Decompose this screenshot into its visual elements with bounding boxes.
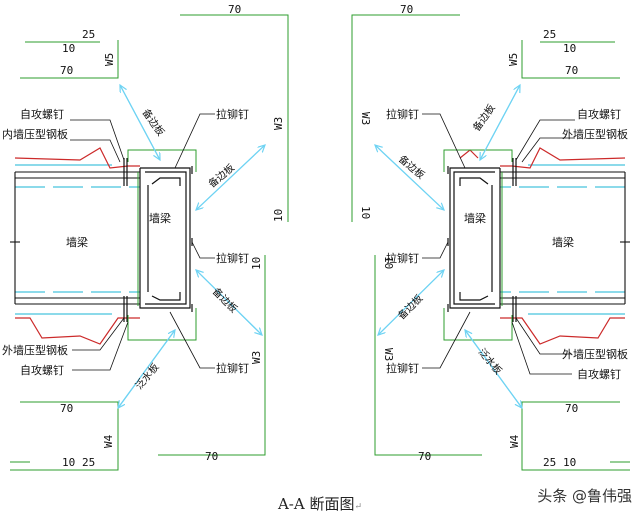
right-dim-w3-bot: W3 — [382, 348, 395, 361]
right-label-wall-beam-small: 墙梁 — [464, 211, 486, 225]
right-wall-lines — [500, 164, 625, 315]
right-label-screw-bot: 自攻螺钉 — [577, 367, 621, 381]
left-detail: 70 25 10 W5 70 W3 10 10 W3 70 W4 10 25 7… — [2, 3, 289, 471]
right-dim-w5: W5 — [507, 53, 520, 66]
left-dim-w5: W5 — [103, 53, 116, 66]
left-flashing-label-1: 备边板 — [140, 106, 168, 138]
left-label-rivet-top: 拉铆钉 — [216, 107, 249, 121]
left-label-rivet-mid: 拉铆钉 — [216, 251, 249, 265]
left-label-screw-top: 自攻螺钉 — [20, 107, 64, 121]
left-dim-25: 25 — [82, 28, 95, 41]
right-label-rivet-bot: 拉铆钉 — [386, 361, 419, 375]
left-dim-25b: 25 — [82, 456, 95, 469]
right-label-wall-beam: 墙梁 — [552, 235, 574, 249]
left-label-outer-panel: 外墙压型钢板 — [2, 343, 68, 357]
right-label-screw-top: 自攻螺钉 — [577, 107, 621, 121]
left-label-inner-panel: 内墙压型钢板 — [2, 127, 68, 141]
right-dim-10b: 10 — [563, 456, 576, 469]
right-dim-25b: 25 — [543, 456, 556, 469]
left-dimension-lines — [10, 14, 289, 471]
right-dim-10: 10 — [563, 42, 576, 55]
watermark: 头条 @鲁伟强 — [537, 487, 632, 505]
left-screws — [123, 158, 193, 322]
right-dim-10-mid: 10 — [382, 256, 395, 269]
right-dim-w4: W4 — [508, 434, 521, 448]
left-label-wall-beam: 墙梁 — [66, 235, 88, 249]
left-dim-10-mid: 10 — [250, 257, 263, 270]
drawing-caption: A-A 断面图↵ — [277, 495, 363, 513]
left-flashing-arrows — [118, 85, 265, 408]
left-flashing-label-4: 泛水板 — [132, 361, 161, 392]
left-flashing-label-3: 备边板 — [210, 285, 240, 315]
left-label-screw-bot: 自攻螺钉 — [20, 363, 64, 377]
right-flashing-label-2: 备边板 — [396, 152, 427, 181]
left-label-rivet-bot: 拉铆钉 — [216, 361, 249, 375]
left-dim-w3-top: W3 — [272, 117, 285, 130]
right-flashing-label-3: 备边板 — [395, 292, 425, 322]
right-dim-w3-top: W3 — [359, 112, 372, 125]
left-dim-w4: W4 — [102, 434, 115, 448]
left-label-wall-beam-small: 墙梁 — [149, 211, 171, 225]
right-label-outer-panel-top: 外墙压型钢板 — [562, 127, 628, 141]
right-flashing-label-1: 备边板 — [470, 102, 498, 134]
right-detail: 70 25 10 W5 70 W3 10 10 W3 70 W4 25 10 7… — [351, 3, 630, 471]
right-flashing-cap — [443, 149, 513, 341]
right-dimension-lines — [351, 14, 630, 471]
left-dim-top-70: 70 — [228, 3, 241, 16]
right-label-outer-panel-bot: 外墙压型钢板 — [562, 347, 628, 361]
left-c-purlin — [139, 167, 191, 309]
right-label-rivet-mid: 拉铆钉 — [386, 251, 419, 265]
left-dim-bot-70: 70 — [60, 402, 73, 415]
right-dim-mid-70: 70 — [565, 64, 578, 77]
left-flashing-cap — [127, 149, 197, 341]
left-steel-panels — [14, 147, 140, 345]
left-dim-w3-bot: W3 — [250, 351, 263, 364]
left-wall-beam — [10, 171, 140, 305]
left-dim-10-top: 10 — [272, 209, 285, 222]
left-leaders — [70, 113, 215, 371]
right-dim-bottom-70: 70 — [418, 450, 431, 463]
right-steel-panels — [459, 147, 626, 345]
right-label-rivet-top: 拉铆钉 — [386, 107, 419, 121]
right-c-purlin — [449, 167, 501, 309]
right-dim-bot-70: 70 — [565, 402, 578, 415]
return-mark: ↵ — [354, 502, 363, 512]
left-dim-bottom-70: 70 — [205, 450, 218, 463]
right-wall-beam — [500, 171, 630, 305]
left-dim-10: 10 — [62, 42, 75, 55]
right-dim-top-70: 70 — [400, 3, 413, 16]
right-screws — [447, 158, 517, 322]
right-dim-25: 25 — [543, 28, 556, 41]
left-dim-10b: 10 — [62, 456, 75, 469]
right-leaders — [422, 113, 575, 375]
left-dim-mid-70: 70 — [60, 64, 73, 77]
left-wall-lines — [15, 164, 140, 315]
right-flashing-arrows — [375, 85, 522, 408]
right-dim-10-top: 10 — [359, 206, 372, 219]
right-flashing-label-4: 泛水板 — [476, 346, 505, 377]
